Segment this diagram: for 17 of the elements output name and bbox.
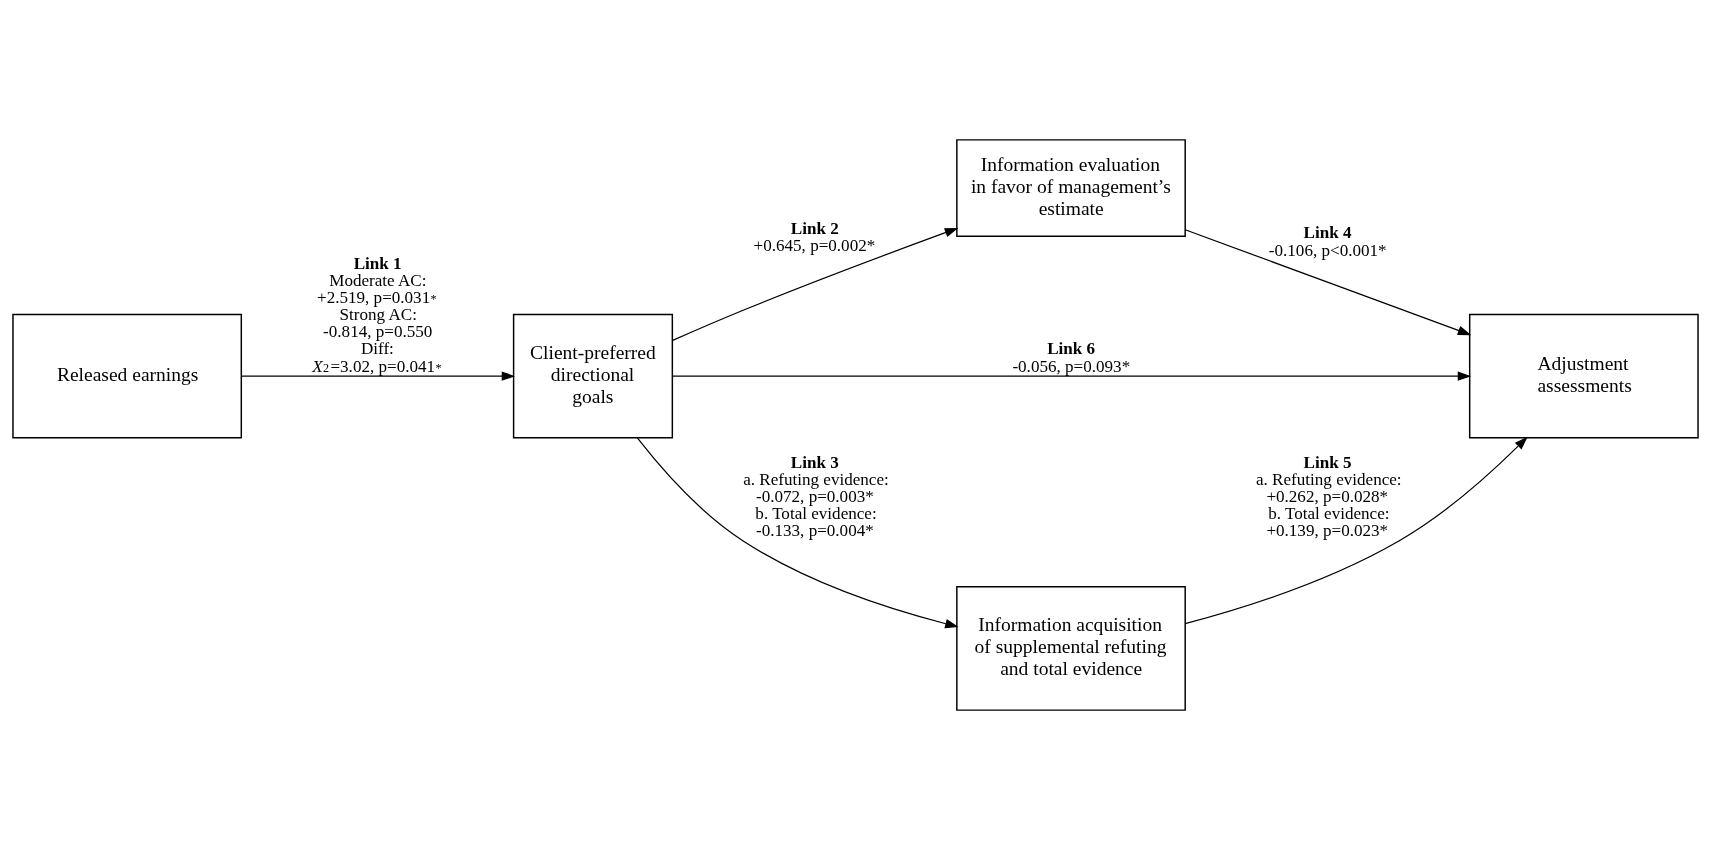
node-box: Information acquisition of supplemental refuting and total evidence xyxy=(956,586,1186,711)
edge-label: Link 4 -0.106, p<0.001* xyxy=(1268,223,1387,260)
node-box: Client-preferred directional goals xyxy=(512,313,674,439)
node-box: Information evaluation in favor of management’s estimate xyxy=(956,139,1186,238)
arrow xyxy=(1184,436,1528,625)
edge-label: Link 3 a. Refuting evidence: -0.072, p=0.003* b. Total evidence: -0.133, p=0.004* xyxy=(743,452,889,541)
edge-label: Link 6 -0.056, p=0.093* xyxy=(1012,339,1131,376)
arrow xyxy=(241,371,516,381)
arrow xyxy=(636,437,959,629)
edge-label: Link 5 a. Refuting evidence: +0.262, p=0.028* b. Total evidence: +0.139, p=0.023* xyxy=(1256,452,1402,541)
arrow xyxy=(672,371,1472,381)
arrow xyxy=(672,227,959,341)
node-box: Adjustment assessments xyxy=(1468,313,1699,439)
arrow xyxy=(1184,229,1472,336)
edge-label: Link 1 Moderate AC: +2.519, p=0.031* Strong AC: -0.814, p=0.550 Diff: X2=3.02, p=0.041* xyxy=(312,253,442,376)
edge-label: Link 2 +0.645, p=0.002* xyxy=(753,218,876,255)
node-box: Released earnings xyxy=(12,313,243,439)
